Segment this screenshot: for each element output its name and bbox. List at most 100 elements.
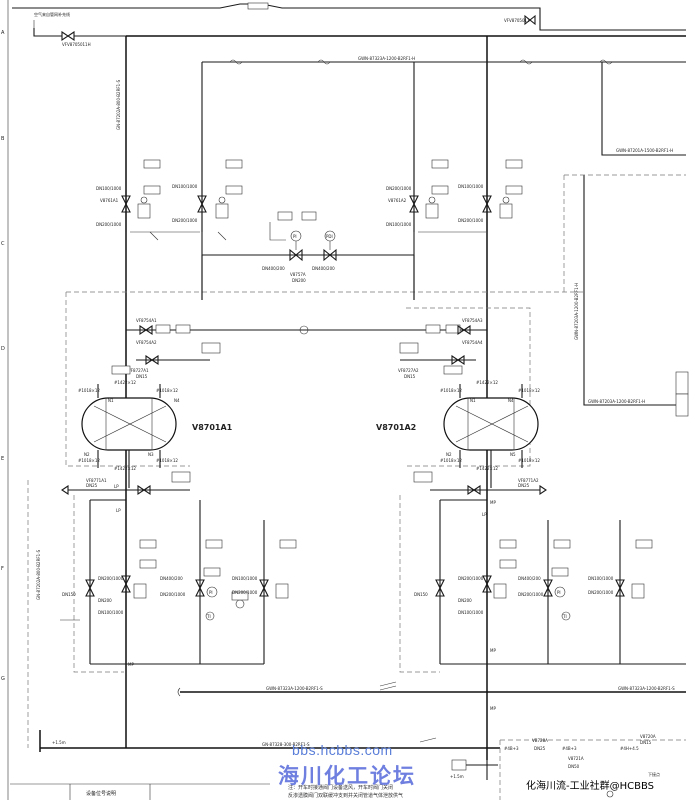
size-label: DN100/1000 bbox=[96, 186, 122, 191]
size-label: DN100/1000 bbox=[588, 576, 614, 581]
size-label: DN200 bbox=[292, 278, 306, 283]
control-station-a2-bottom: DN200/1000 DN150 DN200 DN100/1000 DN400/… bbox=[414, 499, 686, 711]
bypass-manifold: V8757A DN400/200 DN400/200 DN200 PI PDI bbox=[201, 211, 415, 300]
nozzle-id: N3 bbox=[148, 452, 154, 457]
box-label: DN15 bbox=[640, 740, 652, 745]
nozzle-id: MP bbox=[490, 500, 496, 505]
nozzle-size: #1018×12 bbox=[518, 388, 540, 393]
size-label: DN100/1000 bbox=[458, 184, 484, 189]
elevation: +1.5m bbox=[450, 774, 464, 779]
callout: PI bbox=[209, 590, 213, 595]
nozzle-id: N2 bbox=[84, 452, 90, 457]
size-label: DN400/200 bbox=[160, 576, 183, 581]
size-label: V8761A1 bbox=[100, 198, 119, 203]
nozzle-id: LP bbox=[114, 484, 119, 489]
bottom-headers: GWN-87323A-1200-B2RF1-S GWN-87323A-1200-… bbox=[39, 681, 686, 780]
watermark-forum: 海川化工论坛 bbox=[278, 764, 416, 788]
nozzle-id: N4 bbox=[174, 398, 180, 403]
size-label: V8761A2 bbox=[388, 198, 407, 203]
main-headers: GWN-87323A-1200-B2RF1-H GWN-87201A-1500-… bbox=[125, 35, 689, 760]
line-number: GN-87202A-800-B2RF1-S bbox=[116, 79, 121, 130]
nozzle-size: #1018×12 bbox=[440, 458, 462, 463]
nozzle-id: N4 bbox=[508, 398, 514, 403]
valve-tag: VF8754A2 bbox=[136, 340, 157, 345]
size-label: DN25 bbox=[518, 483, 530, 488]
valve-tag: VF8771A2 bbox=[518, 478, 539, 483]
valve-tag: VF8771A1 bbox=[86, 478, 107, 483]
vessel-v8701a1: V8701A1 #1422×12 #1018×12 #1018×12 #1018… bbox=[78, 380, 233, 488]
nozzle-id: N1 bbox=[108, 398, 114, 403]
line-number: GWN-87323A-1200-B2RF1-S bbox=[618, 686, 675, 691]
note-line-2: 反渗透膜阀门双联缓冲支到并关闭管道气体泄放供气 bbox=[288, 793, 404, 799]
note-line-1: 注：开车时接通阀门设备送风，开车时阀门关闭 bbox=[288, 785, 394, 791]
package-boundaries bbox=[27, 174, 686, 748]
size-label: DN200/1000 bbox=[458, 576, 484, 581]
legend-strip: 设备位号说明 bbox=[10, 783, 270, 800]
size-label: DN100/1000 bbox=[386, 222, 412, 227]
box-label: V8721A bbox=[568, 756, 584, 761]
control-station-a1-bottom: DN200/1000 DN150 DN200 DN100/1000 DN400/… bbox=[36, 499, 297, 667]
nozzle-id: N1 bbox=[470, 398, 476, 403]
nozzle-size: #1422×12 bbox=[114, 466, 136, 471]
box-label: DN50 bbox=[568, 764, 580, 769]
zone-label: F bbox=[1, 566, 4, 572]
box-label: DN25 bbox=[534, 746, 546, 751]
box-label: VB728A bbox=[532, 738, 548, 743]
bottom-package: #4B+3 #4B+3 #4H+4.5 VB728A V8720A V8721A… bbox=[450, 734, 686, 800]
control-station-a2-top: DN200/1000 V8761A2 DN100/1000 DN100/1000… bbox=[386, 120, 523, 233]
size-label: DN100/1000 bbox=[98, 610, 124, 615]
valve-tag: VF8754A3 bbox=[462, 318, 483, 323]
elevation: #4B+3 bbox=[562, 746, 577, 751]
legend-title: 设备位号说明 bbox=[86, 790, 116, 797]
zone-label: G bbox=[1, 676, 5, 682]
nozzle-id: N5 bbox=[510, 452, 516, 457]
nozzle-size: #1018×12 bbox=[78, 388, 100, 393]
valve-tag: VF8754A4 bbox=[462, 340, 483, 345]
nozzle-size: #1422×12 bbox=[476, 466, 498, 471]
nozzle-id: N2 bbox=[446, 452, 452, 457]
nozzle-size: #1018×12 bbox=[156, 458, 178, 463]
vessel-tag: V8701A1 bbox=[192, 423, 233, 432]
zone-label: A bbox=[1, 30, 5, 36]
size-label: DN200/1000 bbox=[588, 590, 614, 595]
size-label: DN200/1000 bbox=[232, 590, 258, 595]
size-label: DN100/1000 bbox=[232, 576, 258, 581]
size-label: DN200/1000 bbox=[96, 222, 122, 227]
callout: PI bbox=[293, 234, 297, 239]
size-label: DN400/200 bbox=[262, 266, 285, 271]
zone-label: B bbox=[1, 136, 5, 142]
vessel-nozzle-lines: VF8754A1 VF8754A2 VF8754A3 VF8754A4 VF87… bbox=[111, 300, 487, 740]
callout: PDI bbox=[326, 234, 333, 239]
box-label: V8720A bbox=[640, 734, 656, 739]
elevation: #4H+4.5 bbox=[620, 746, 639, 751]
nozzle-size: #1422×12 bbox=[476, 380, 498, 385]
size-label: DN200/1000 bbox=[172, 218, 198, 223]
valve-tag: VF8754A1 bbox=[136, 318, 157, 323]
nozzle-size: #1018×12 bbox=[156, 388, 178, 393]
callout: TI bbox=[562, 614, 567, 619]
size-label: DN15 bbox=[404, 374, 416, 379]
line-number: GWN-87203A-1200-B2RF1-H bbox=[588, 399, 645, 404]
line-number: GN-87202A-800-B2RF1-S bbox=[36, 549, 41, 600]
size-label: DN200/1000 bbox=[386, 186, 412, 191]
control-station-a1-top: GN-87202A-800-B2RF1-S DN100/1000 V8761A1… bbox=[96, 79, 243, 241]
nozzle-size: #1018×12 bbox=[440, 388, 462, 393]
nozzle-id: MP bbox=[128, 662, 134, 667]
drain-lines: VF8771A1 DN25 LP VF8771A2 DN25 LP MP LP bbox=[61, 471, 547, 517]
nozzle-id: LP bbox=[116, 508, 121, 513]
size-label: DN25 bbox=[86, 483, 98, 488]
size-label: DN400/200 bbox=[518, 576, 541, 581]
size-label: DN400/200 bbox=[312, 266, 335, 271]
valve-tag: VFV8705011H bbox=[62, 42, 91, 47]
valve-tag: VF8727A2 bbox=[398, 368, 419, 373]
valve-tag: VF8727A1 bbox=[128, 368, 149, 373]
line-number: GWN-87323A-1200-B2RF1-S bbox=[266, 686, 323, 691]
callout: PI bbox=[557, 590, 561, 595]
size-label: DN200/1000 bbox=[518, 592, 544, 597]
elevation: +1.5m bbox=[52, 740, 66, 745]
size-label: DN150 bbox=[62, 592, 76, 597]
box-label: 下接点 bbox=[648, 771, 660, 777]
size-label: DN200/1000 bbox=[458, 218, 484, 223]
zone-markers: A B C D E F G bbox=[1, 0, 9, 800]
